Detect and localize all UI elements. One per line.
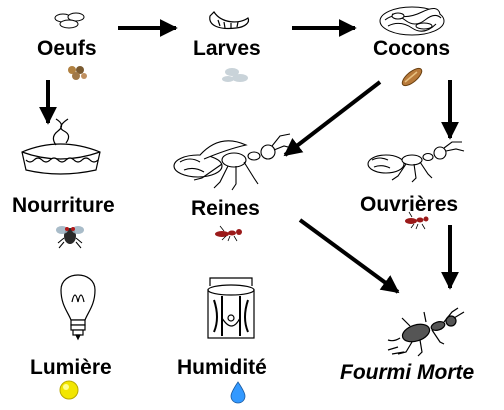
node-label-larvae: Larves: [193, 38, 261, 59]
light-yellow-icon: [60, 381, 78, 399]
pie-icon: [22, 119, 100, 174]
egg-small-icon: [68, 66, 87, 80]
arrow-cocoons-to-queens: [285, 82, 380, 155]
queen-ant-small-icon: [215, 226, 242, 241]
node-label-food: Nourriture: [12, 195, 115, 216]
cocoon-icon: [380, 7, 444, 35]
node-label-light: Lumière: [30, 357, 112, 378]
larva-icon: [210, 12, 249, 29]
larva-small-icon: [222, 68, 248, 82]
node-label-queens: Reines: [191, 198, 260, 219]
paint-can-icon: [208, 278, 254, 338]
node-label-workers: Ouvrières: [360, 194, 458, 215]
dead-ant-icon: [388, 308, 464, 356]
worker-ant-icon: [368, 142, 464, 182]
cocoon-small-icon: [400, 65, 425, 88]
node-label-eggs: Oeufs: [37, 38, 97, 59]
water-drop-icon: [231, 382, 245, 403]
light-bulb-icon: [61, 275, 95, 339]
node-label-cocoons: Cocons: [373, 38, 450, 59]
node-label-humidity: Humidité: [177, 357, 267, 378]
node-label-dead-ant: Fourmi Morte: [340, 362, 474, 383]
arrow-queens-to-dead-ant: [300, 220, 398, 292]
queen-ant-icon: [174, 134, 292, 190]
egg-pile-icon: [55, 13, 84, 28]
fly-icon: [56, 226, 84, 248]
